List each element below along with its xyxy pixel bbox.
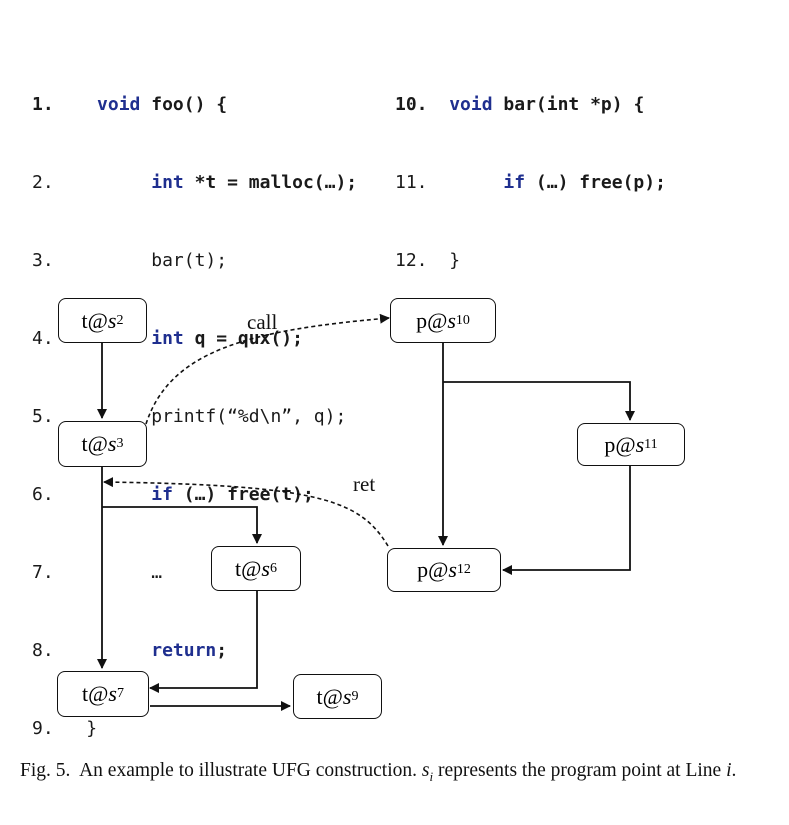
code-line-2: 2. int *t = malloc(…); (32, 172, 358, 193)
code-line-12: 12. } (395, 250, 461, 271)
code-line-7: 7. … (32, 562, 163, 583)
edge-label-ret: ret (353, 472, 376, 496)
code-line-3: 3. bar(t); (32, 250, 228, 271)
code-listing-foo: 1. void foo() { 2. int *t = malloc(…); 3… (32, 40, 357, 768)
figure-caption: Fig. 5. An example to illustrate UFG con… (20, 760, 737, 784)
code-line-11: 11. if (…) free(p); (395, 172, 666, 193)
caption-text: An example to illustrate UFG constructio… (79, 760, 422, 781)
code-line-9: 9. } (32, 718, 98, 739)
code-line-8: 8. return; (32, 640, 228, 661)
edge-call (145, 313, 390, 425)
code-line-6: 6. if (…) free(t); (32, 484, 314, 505)
edge-s3-s6 (102, 506, 262, 544)
edge-s11-s12 (502, 466, 631, 575)
edge-s10-s11 (443, 381, 635, 421)
code-line-5: 5. printf(“%d\n”, q); (32, 406, 347, 427)
caption-fig-number: Fig. 5. (20, 760, 71, 781)
edge-ret (103, 477, 389, 547)
code-listing-bar: 10. void bar(int *p) { 11. if (…) free(p… (395, 40, 666, 300)
code-line-10: 10. void bar(int *p) { (395, 94, 645, 115)
code-line-1: 1. void foo() { (32, 94, 228, 115)
code-line-4: 4. int q = qux(); (32, 328, 303, 349)
edge-label-call: call (247, 310, 278, 334)
edge-s6-s7 (149, 591, 258, 693)
